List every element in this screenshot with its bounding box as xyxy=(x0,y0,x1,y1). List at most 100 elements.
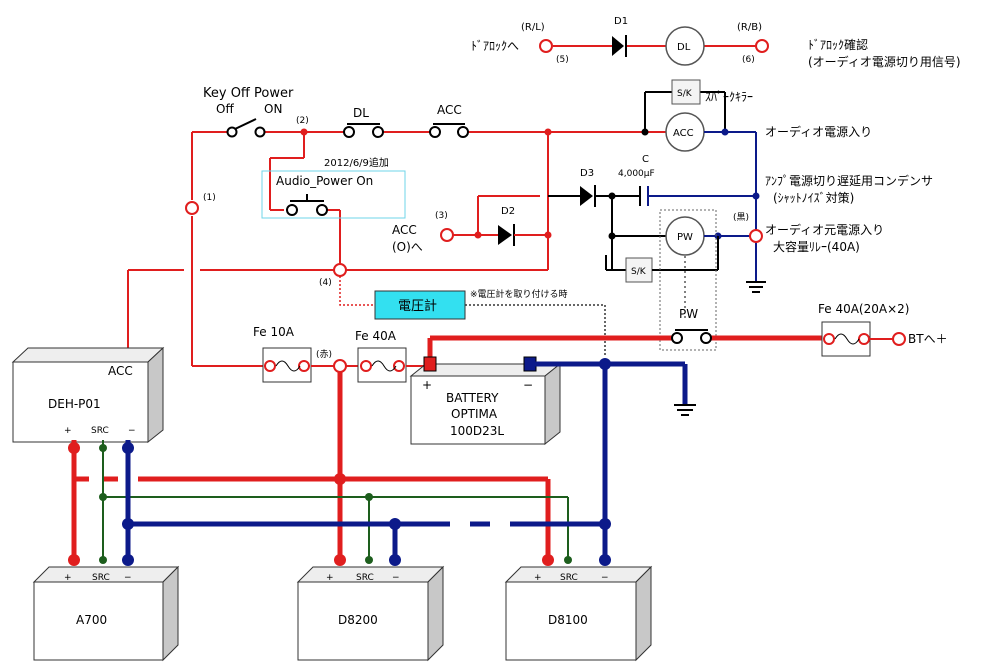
acc-switch-label: ACC xyxy=(437,103,462,117)
bt-plus-label: BTへ＋ xyxy=(908,332,948,346)
d8100-label: D8100 xyxy=(548,613,588,627)
spark-killer-bottom xyxy=(625,257,653,283)
audio-power-on-box xyxy=(261,170,406,219)
fe40-2-label: Fe 40A(20A×2) xyxy=(818,302,909,316)
sk-bottom-label: S/K xyxy=(631,267,647,277)
battery-l1-label: BATTERY xyxy=(446,391,499,405)
n6-label: (6) xyxy=(742,55,755,65)
terminal-6 xyxy=(755,39,769,53)
black-terminal xyxy=(749,229,763,243)
fe40-label: Fe 40A xyxy=(355,329,397,343)
added-date-label: 2012/6/9追加 xyxy=(324,156,389,169)
d2-label: D2 xyxy=(501,206,515,217)
audio-main-power-label: オーディオ元電源入り xyxy=(765,222,884,237)
a700-src-label: SRC xyxy=(92,573,110,583)
dl-coil-label: DL xyxy=(677,42,691,53)
voltmeter-label: 電圧計 xyxy=(398,298,437,314)
amp-a700 xyxy=(32,565,180,662)
fe10-label: Fe 10A xyxy=(253,325,295,339)
d8100-src-label: SRC xyxy=(560,573,578,583)
terminal-3 xyxy=(440,228,454,242)
terminal-1 xyxy=(185,201,199,215)
acc-main-line xyxy=(124,128,666,367)
cap-value-label: 4,000μF xyxy=(618,169,655,179)
amp-power-cap-sub-label: (ｼｬｯﾄﾉｲｽﾞ対策) xyxy=(773,191,854,205)
audio-power-on-label: Audio_Power On xyxy=(276,174,373,188)
battery-l2-label: OPTIMA xyxy=(451,407,498,421)
a700-plus-label: + xyxy=(64,573,72,583)
audio-power-in-label: オーディオ電源入り xyxy=(765,124,872,139)
amp-power-cap-label: ｱﾝﾌﾟ電源切り遅延用コンデンサ xyxy=(765,173,933,188)
audio-power-on-switch xyxy=(286,194,328,216)
amp-d8100 xyxy=(504,565,653,662)
pw-relay-block xyxy=(605,209,763,351)
fuse-battery-line xyxy=(262,321,906,383)
battery-l3-label: 100D23L xyxy=(450,424,504,438)
red-mark-label: (赤) xyxy=(316,349,332,360)
door-lock-confirm-label: ﾄﾞｱﾛｯｸ確認 xyxy=(808,37,868,52)
dl-switch-label: DL xyxy=(353,106,369,120)
n4-label: (4) xyxy=(319,278,332,288)
n2-label: (2) xyxy=(296,116,309,126)
battery-minus-label: − xyxy=(523,378,533,392)
amp-distribution xyxy=(68,364,611,566)
battery-plus-post xyxy=(423,356,437,372)
terminal-4 xyxy=(333,263,347,277)
d3-capacitor-line xyxy=(548,185,756,270)
off-label: Off xyxy=(216,102,234,116)
d8200-label: D8200 xyxy=(338,613,378,627)
d2-line xyxy=(440,195,552,246)
acc-o-sub-label: (O)へ xyxy=(392,240,423,254)
key-off-power-switch xyxy=(226,118,266,138)
n1-label: (1) xyxy=(203,193,216,203)
acc-head-label: ACC xyxy=(108,364,133,378)
d3-label: D3 xyxy=(580,168,594,179)
acc-switch xyxy=(429,123,469,138)
d1-diode-icon xyxy=(612,36,624,56)
door-lock-confirm-sub-label: (オーディオ電源切り用信号) xyxy=(808,54,961,69)
pw-switch-label: PW xyxy=(679,307,698,321)
d1-label: D1 xyxy=(614,16,628,27)
deh-plus-label: + xyxy=(64,426,72,436)
deh-src-label: SRC xyxy=(91,426,109,436)
voltmeter-note-label: ※電圧計を取り付ける時 xyxy=(470,288,568,300)
on-label: ON xyxy=(264,102,282,116)
n5-label: (5) xyxy=(556,55,569,65)
rl-label: (R/L) xyxy=(521,22,545,33)
battery-plus-label: + xyxy=(422,378,432,392)
d2-diode-icon xyxy=(498,225,512,245)
d3-diode-icon xyxy=(580,186,593,206)
n3-label: (3) xyxy=(435,211,448,221)
battery xyxy=(409,356,562,446)
acc-coil-label: ACC xyxy=(673,128,694,139)
key-off-power-label: Key Off Power xyxy=(203,86,294,101)
d8100-minus-label: − xyxy=(601,573,609,583)
voltmeter-block xyxy=(339,276,606,355)
door-lock-line xyxy=(539,26,769,66)
rb-label: (R/B) xyxy=(737,22,762,33)
bt-plus-terminal xyxy=(892,332,906,346)
terminal-5 xyxy=(539,39,553,53)
d8200-plus-label: + xyxy=(326,573,334,583)
pw-relay-dashed-frame xyxy=(659,209,717,351)
acc-o-label: ACC xyxy=(392,223,417,237)
dl-switch xyxy=(343,123,384,138)
deh-minus-label: − xyxy=(128,426,136,436)
big-relay-label: 大容量ﾘﾚｰ(40A) xyxy=(773,239,860,254)
amp-d8200 xyxy=(296,565,445,662)
deh-p01-unit xyxy=(11,346,165,444)
sk-top-label: S/K xyxy=(677,89,693,99)
a700-label: A700 xyxy=(76,613,107,627)
d8200-src-label: SRC xyxy=(356,573,374,583)
d8200-minus-label: − xyxy=(392,573,400,583)
a700-minus-label: − xyxy=(124,573,132,583)
acc-relay-block xyxy=(641,79,766,293)
spark-killer-top xyxy=(671,79,701,105)
door-lock-to-label: ﾄﾞｱﾛｯｸへ xyxy=(471,39,519,53)
c-label: C xyxy=(642,154,649,165)
d8100-plus-label: + xyxy=(534,573,542,583)
deh-p01-label: DEH-P01 xyxy=(48,397,101,411)
pw-coil-label: PW xyxy=(677,232,693,243)
